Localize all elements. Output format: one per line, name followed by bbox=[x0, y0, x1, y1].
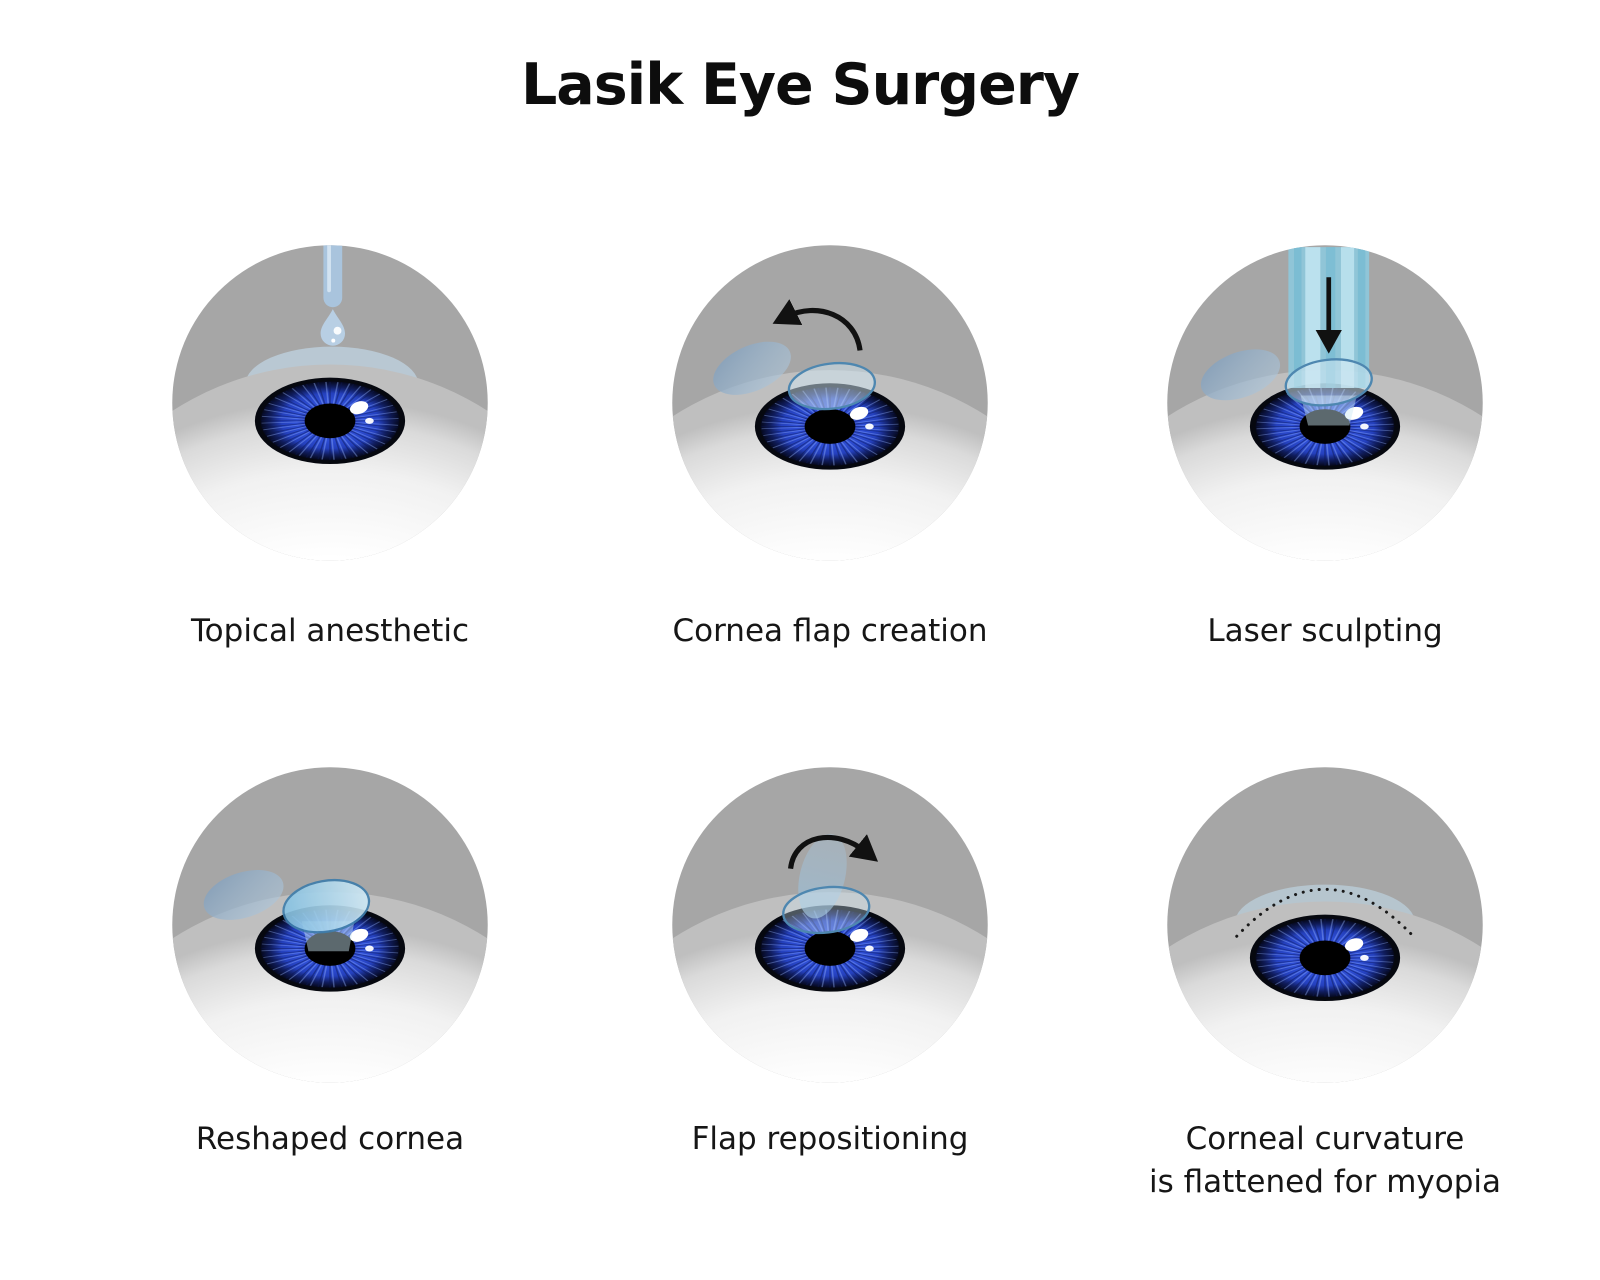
pupil bbox=[1299, 940, 1351, 976]
lifted-corneal-flap bbox=[713, 341, 791, 395]
eye-illustration-flap-creation bbox=[661, 234, 999, 572]
eye-illustration-topical-anesthetic bbox=[161, 234, 499, 572]
panel-cornea-flap-creation: Cornea flap creation bbox=[580, 234, 1080, 653]
iris bbox=[754, 383, 906, 470]
eye-highlight bbox=[349, 928, 369, 942]
eye-highlight-small bbox=[865, 423, 874, 430]
panel-flap-repositioning: Flap repositioning bbox=[580, 756, 1080, 1161]
eye-highlight bbox=[849, 406, 869, 420]
step-label: Topical anesthetic bbox=[191, 613, 469, 649]
step-label: Flap repositioning bbox=[691, 1121, 969, 1157]
rotate-cw-arrow-icon bbox=[788, 834, 879, 870]
eye-illustration-flattened-cornea bbox=[1156, 756, 1494, 1094]
step-label: Cornea flap creation bbox=[672, 613, 988, 649]
eye-highlight-small bbox=[1360, 954, 1369, 961]
panel-reshaped-cornea: Reshaped cornea bbox=[80, 756, 580, 1161]
pupil bbox=[804, 931, 856, 966]
eye-illustration-reshaped-cornea bbox=[161, 756, 499, 1094]
pupil bbox=[304, 931, 356, 966]
lifted-corneal-flap bbox=[1200, 349, 1281, 401]
eye-highlight bbox=[1344, 406, 1364, 420]
eye-highlight bbox=[1344, 938, 1364, 952]
panel-topical-anesthetic: Topical anesthetic bbox=[80, 234, 580, 653]
eyedropper-icon bbox=[323, 245, 343, 308]
anesthetic-droplet bbox=[320, 309, 346, 346]
pupil bbox=[304, 403, 356, 439]
eye-highlight-small bbox=[1360, 423, 1369, 430]
pupil bbox=[1299, 409, 1351, 444]
step-label: Corneal curvature is flattened for myopi… bbox=[1148, 1121, 1502, 1200]
step-label: Reshaped cornea bbox=[195, 1121, 465, 1157]
flap-ring bbox=[1284, 358, 1373, 407]
eye-highlight-small bbox=[365, 417, 374, 424]
eye-highlight bbox=[349, 401, 369, 415]
page-title: Lasik Eye Surgery bbox=[520, 52, 1080, 118]
eye-highlight-small bbox=[365, 945, 374, 952]
pupil bbox=[804, 409, 856, 444]
iris bbox=[1249, 914, 1401, 1002]
reshaped-cornea-lens bbox=[282, 878, 371, 934]
panel-corneal-curvature-flattened: Corneal curvature is flattened for myopi… bbox=[1075, 756, 1575, 1204]
eye-illustration-flap-repositioning bbox=[661, 756, 999, 1094]
flap-ring bbox=[787, 361, 877, 411]
flap-ring bbox=[782, 885, 871, 935]
panel-laser-sculpting: Laser sculpting bbox=[1075, 234, 1575, 653]
repositioning-flap bbox=[798, 833, 847, 919]
step-label: Laser sculpting bbox=[1207, 613, 1443, 649]
iris bbox=[1249, 383, 1401, 470]
rotate-ccw-arrow-icon bbox=[772, 299, 863, 351]
eye-highlight-small bbox=[865, 945, 874, 952]
iris bbox=[254, 377, 406, 465]
iris bbox=[254, 905, 406, 992]
eye-illustration-laser-sculpting bbox=[1156, 234, 1494, 572]
lifted-corneal-flap bbox=[203, 870, 284, 920]
eye-highlight bbox=[849, 928, 869, 942]
